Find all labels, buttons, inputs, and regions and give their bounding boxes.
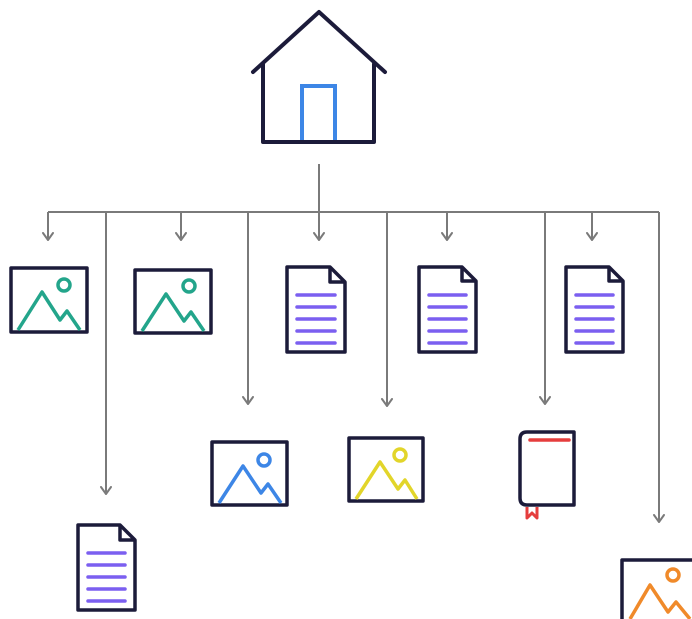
image-icon [347,436,425,503]
bookmark-ribbon [525,507,539,520]
connector-lines [47,164,660,520]
arrowhead [586,232,598,241]
sun [665,567,681,583]
document-lines [86,551,127,603]
sun [256,452,272,468]
arrowhead [100,486,112,495]
document-page [285,265,347,354]
book-icon [518,430,576,520]
image-frame [620,558,692,619]
image-icon [9,266,89,334]
sun [392,447,408,463]
image-frame [347,436,425,503]
mountain [16,290,82,331]
house-door [300,84,337,140]
house-icon [251,10,387,144]
document-icon [564,265,625,354]
mountain [628,583,692,619]
sun [56,277,72,293]
document-icon [417,265,478,354]
document-icon [285,265,347,354]
arrowhead [653,514,665,523]
document-icon [76,523,137,612]
connector-arrowheads [42,232,665,523]
document-lines [427,293,468,345]
arrowhead [175,232,187,241]
house-outline [251,10,387,144]
mountain [140,292,206,332]
image-frame [9,266,89,334]
document-page [76,523,137,612]
document-lines [574,293,615,345]
arrowhead [441,232,453,241]
arrowhead [42,232,54,241]
image-icon [620,558,692,619]
arrowhead [313,232,325,241]
arrowhead [381,398,393,407]
sun [181,278,197,294]
image-frame [133,268,213,335]
arrowhead [242,396,254,405]
document-page [564,265,625,354]
image-icon [133,268,213,335]
mountain [217,464,283,504]
arrowhead [539,396,551,405]
mountain [354,460,419,500]
book-cover [518,430,576,507]
document-page [417,265,478,354]
document-lines [295,293,337,345]
image-icon [210,440,289,507]
image-frame [210,440,289,507]
